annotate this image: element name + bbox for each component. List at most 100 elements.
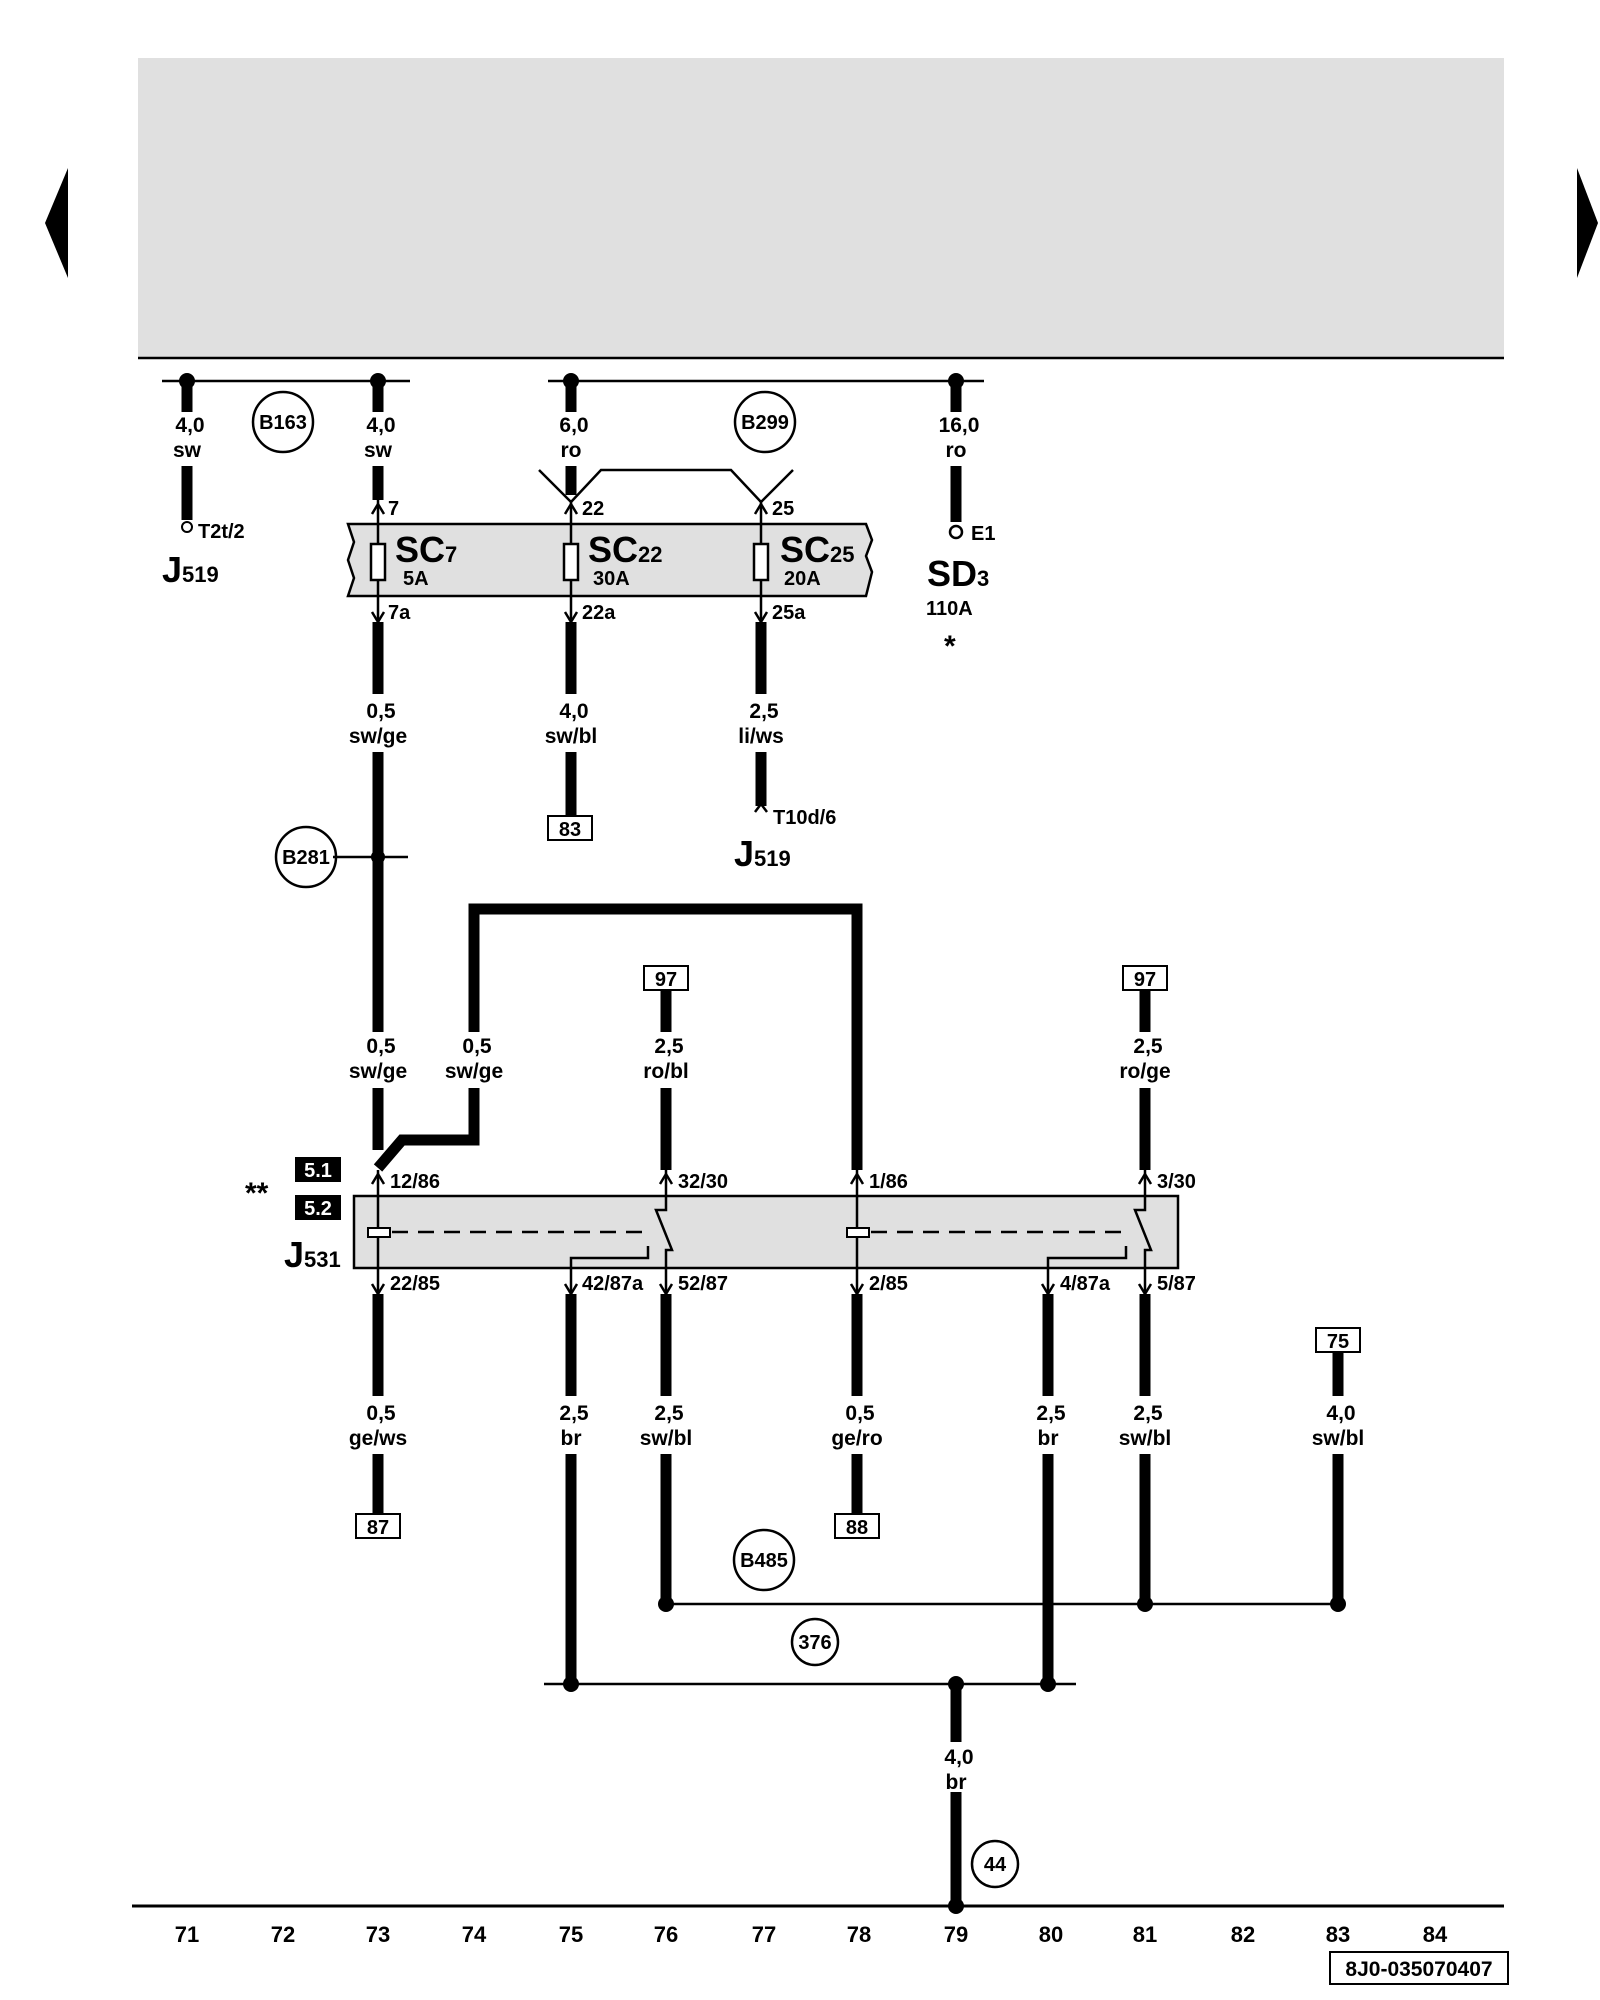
wire-gauge: 2,5: [749, 700, 779, 723]
fuse-rating: 110A: [926, 598, 973, 620]
axis-label: 80: [1039, 1922, 1063, 1947]
axis-label: 82: [1231, 1922, 1255, 1947]
axis-label: 83: [1326, 1922, 1350, 1947]
fuse-label-sc7: SC7: [395, 529, 457, 570]
pin-label: 52/87: [678, 1273, 728, 1295]
connection-circle-376: [790, 1617, 840, 1667]
fuse-rating: 20A: [784, 568, 821, 590]
wire-color: ro/ge: [1119, 1060, 1170, 1083]
pin-label: 22/85: [390, 1273, 440, 1295]
wire-w9-lower: [373, 1088, 480, 1172]
wire-gauge: 4,0: [366, 414, 395, 437]
pin-arrow-icon: [754, 801, 768, 813]
wire-color: sw/ge: [445, 1060, 503, 1083]
wire-gauge: 2,5: [654, 1035, 684, 1058]
ref-box-83: [547, 815, 593, 841]
node: [1040, 1676, 1056, 1692]
wire-gauge: 4,0: [1326, 1402, 1355, 1425]
footnote-marker: *: [944, 630, 956, 663]
axis-label: 72: [271, 1922, 295, 1947]
ref-box-97: [643, 965, 689, 991]
wire-color: ro: [561, 439, 582, 462]
wire-gauge: 2,5: [1036, 1402, 1066, 1425]
fuse-label-sc25: SC25: [780, 529, 855, 570]
fuse-box: [346, 522, 874, 598]
relay-contact: [1046, 1246, 1128, 1294]
connection-circle-b281: [274, 825, 338, 889]
pin-label: 7a: [388, 602, 411, 624]
pin-label: 25a: [772, 602, 806, 624]
fuse-icon: [369, 542, 387, 582]
pin-label: 7: [388, 498, 399, 520]
ref-box-88: [834, 1513, 880, 1539]
ref-box-97: [1122, 965, 1168, 991]
ref-badge-label: 5.1: [304, 1160, 332, 1182]
next-page-icon[interactable]: [1577, 168, 1598, 278]
ref-label: 83: [559, 819, 581, 841]
component-label-sd3: SD3: [927, 553, 989, 594]
pin-arrow-icon: [753, 501, 769, 515]
wire-gauge: 2,5: [1133, 1035, 1163, 1058]
connection-label: B485: [740, 1550, 788, 1572]
ref-label: 87: [367, 1517, 389, 1539]
node: [1330, 1596, 1346, 1612]
prev-page-icon[interactable]: [45, 168, 68, 278]
node: [658, 1596, 674, 1612]
fuse-icon: [752, 542, 770, 582]
pin-arrow-icon: [370, 1171, 386, 1185]
connection-circle-b163: [251, 390, 315, 454]
pin-label: 42/87a: [582, 1273, 644, 1295]
ref-box-87: [355, 1513, 401, 1539]
node: [371, 850, 385, 864]
relay-switch-icon: [1133, 1170, 1153, 1294]
drawing-number: 8J0-035070407: [1345, 1958, 1492, 1981]
wire-gauge: 4,0: [559, 700, 588, 723]
terminal-icon: [181, 521, 193, 533]
pin-label: 4/87a: [1060, 1273, 1111, 1295]
pin-label: 1/86: [869, 1171, 908, 1193]
footnote-marker: **: [245, 1177, 269, 1210]
relay-switch-icon: [654, 1170, 674, 1294]
component-label-j531: J531: [284, 1234, 341, 1275]
pin-arrow-icon: [849, 1171, 865, 1185]
pin-arrow-icon: [1137, 1171, 1153, 1185]
axis-label: 76: [654, 1922, 678, 1947]
component-label-j519: J519: [162, 549, 219, 590]
terminal-icon: [948, 524, 964, 540]
connection-label: B299: [741, 412, 789, 434]
bridge-wire: [538, 469, 572, 503]
wire-color: br: [946, 1771, 967, 1794]
ref-label: 97: [655, 969, 677, 991]
pin-label: T10d/6: [773, 807, 836, 829]
ref-label: 97: [1134, 969, 1156, 991]
wire-gauge: 4,0: [944, 1746, 973, 1769]
fuse-label-sc22: SC22: [588, 529, 663, 570]
wire-gauge: 0,5: [366, 700, 396, 723]
wire-color: sw: [364, 439, 393, 462]
wire-gauge: 4,0: [175, 414, 204, 437]
pin-arrow-icon: [658, 1171, 674, 1185]
axis-label: 74: [462, 1922, 487, 1947]
wire-gauge: 2,5: [559, 1402, 589, 1425]
wire-color: sw/bl: [1119, 1427, 1172, 1450]
wire-color: ge/ws: [349, 1427, 407, 1450]
pin-arrow-icon: [370, 501, 386, 515]
wire-gauge: 6,0: [559, 414, 588, 437]
connection-label: B163: [259, 412, 307, 434]
axis-label: 71: [175, 1922, 199, 1947]
wire-gauge: 0,5: [462, 1035, 492, 1058]
ref-label: 88: [846, 1517, 868, 1539]
pin-label: 25: [772, 498, 794, 520]
fuse-icon: [562, 542, 580, 582]
wire-color: ro: [946, 439, 967, 462]
pin-label: 32/30: [678, 1171, 728, 1193]
pin-label: T2t/2: [198, 521, 245, 543]
wire-loop: [468, 903, 863, 1032]
axis-label: 77: [752, 1922, 776, 1947]
wire-color: sw/bl: [1312, 1427, 1365, 1450]
ref-label: 75: [1327, 1331, 1349, 1353]
wire-color: sw/ge: [349, 1060, 407, 1083]
wire-gauge: 0,5: [366, 1402, 396, 1425]
ref-box-75: [1315, 1327, 1361, 1353]
pin-label: 5/87: [1157, 1273, 1196, 1295]
